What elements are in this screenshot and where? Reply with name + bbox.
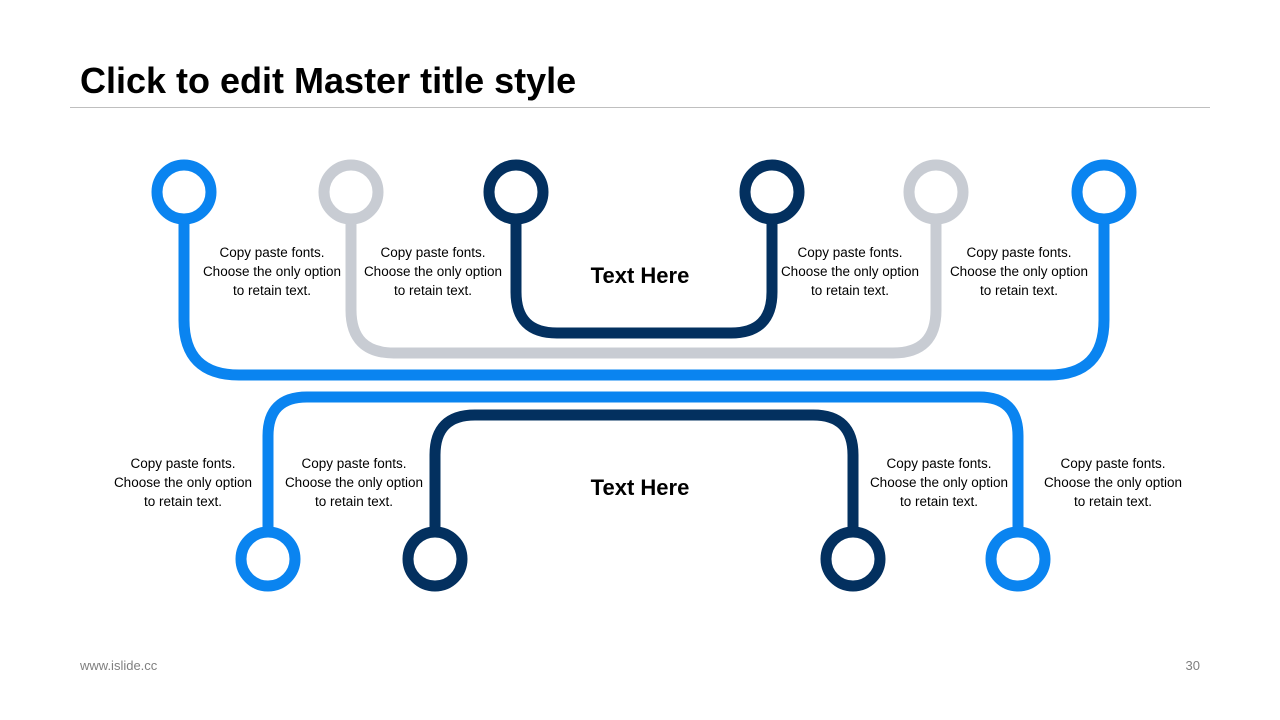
- node-circle: [985, 526, 1051, 592]
- top-center-text: Text Here: [590, 263, 690, 288]
- bottom-label-1: Copy paste fonts. Choose the only option…: [113, 456, 253, 509]
- bottom-outer-connector: [262, 391, 1024, 528]
- top-inner-connector: [510, 222, 778, 339]
- node-circle: [483, 159, 549, 225]
- bottom-label-3: Copy paste fonts. Choose the only option…: [869, 456, 1009, 509]
- bottom-label-2: Copy paste fonts. Choose the only option…: [284, 456, 424, 509]
- top-middle-connector: [345, 222, 942, 359]
- footer-url: www.islide.cc: [80, 658, 158, 673]
- node-circle: [820, 526, 886, 592]
- title-divider: [70, 107, 1210, 108]
- node-circle: [402, 526, 468, 592]
- top-label-2: Copy paste fonts. Choose the only option…: [363, 245, 503, 298]
- slide-title: Click to edit Master title style: [80, 60, 577, 101]
- node-circle: [739, 159, 805, 225]
- node-circle: [903, 159, 969, 225]
- bottom-label-4: Copy paste fonts. Choose the only option…: [1043, 456, 1183, 509]
- node-circle: [318, 159, 384, 225]
- node-circle: [151, 159, 217, 225]
- top-outer-connector: [178, 222, 1110, 381]
- top-label-3: Copy paste fonts. Choose the only option…: [780, 245, 920, 298]
- top-label-1: Copy paste fonts. Choose the only option…: [202, 245, 342, 298]
- node-circle: [1071, 159, 1137, 225]
- bottom-inner-connector: [429, 409, 859, 528]
- bottom-center-text: Text Here: [590, 475, 690, 500]
- page-number: 30: [1185, 658, 1200, 673]
- top-label-4: Copy paste fonts. Choose the only option…: [949, 245, 1089, 298]
- node-circle: [235, 526, 301, 592]
